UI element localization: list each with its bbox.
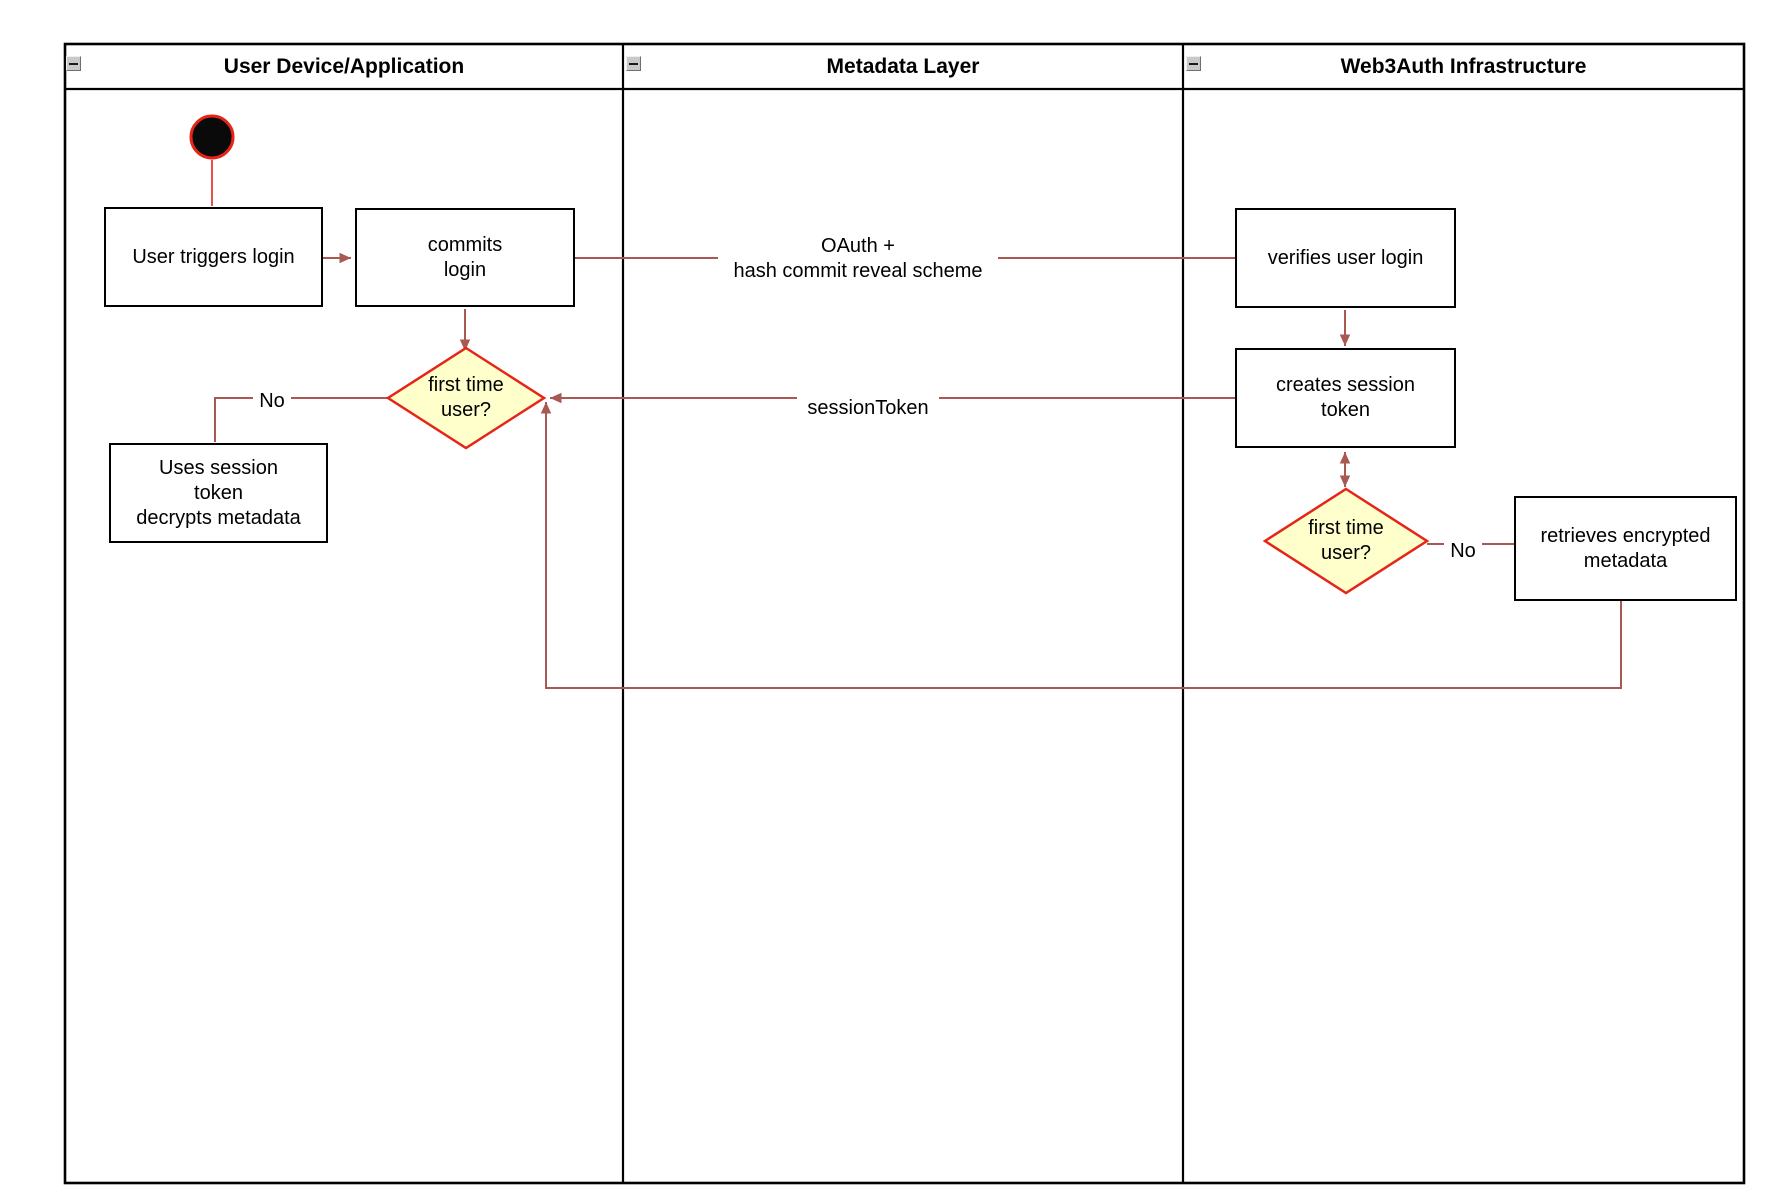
edge-retrieves-return-to-decision [540,402,1622,689]
action-box-label: User triggers login [132,245,295,268]
action-box-label: commits login [427,233,503,281]
action-box-verifies-user-login[interactable]: verifies user login [1235,208,1456,308]
collapse-lane-button-metadata-layer[interactable] [626,56,641,71]
diagram-frame [63,42,1746,1185]
action-box-label: verifies user login [1267,246,1424,269]
edge-label-no-device: No [253,388,291,414]
minus-icon [1189,62,1198,65]
action-box-user-triggers-login[interactable]: User triggers login [104,207,323,307]
edge-label-no-infra: No [1444,538,1482,564]
action-box-uses-session-token[interactable]: Uses session token decrypts metadata [109,443,328,543]
edge-decision-no-to-uses-session [214,397,388,442]
edge-label-oauth: OAuth + hash commit reveal scheme [718,233,998,285]
action-box-commits-login[interactable]: commits login [355,208,575,307]
action-box-retrieves-encrypted-metadata[interactable]: retrieves encrypted metadata [1514,496,1737,601]
minus-icon [69,62,78,65]
minus-icon [629,62,638,65]
start-node[interactable] [189,114,235,160]
action-box-label: retrieves encrypted metadata [1540,524,1711,572]
action-box-label: creates session token [1276,374,1415,421]
decision-diamond-device[interactable] [385,346,547,450]
collapse-lane-button-user-device[interactable] [66,56,81,71]
lane-title-web3auth-infrastructure: Web3Auth Infrastructure [1340,54,1587,78]
lane-title-metadata-layer: Metadata Layer [826,54,980,78]
lane-title-user-device: User Device/Application [223,54,465,78]
decision-diamond-infra[interactable] [1262,487,1430,595]
collapse-lane-button-web3auth[interactable] [1186,56,1201,71]
action-box-creates-session-token[interactable]: creates session token [1235,348,1456,448]
edge-label-session-token: sessionToken [797,395,939,422]
action-box-label: Uses session token decrypts metadata [136,456,301,529]
